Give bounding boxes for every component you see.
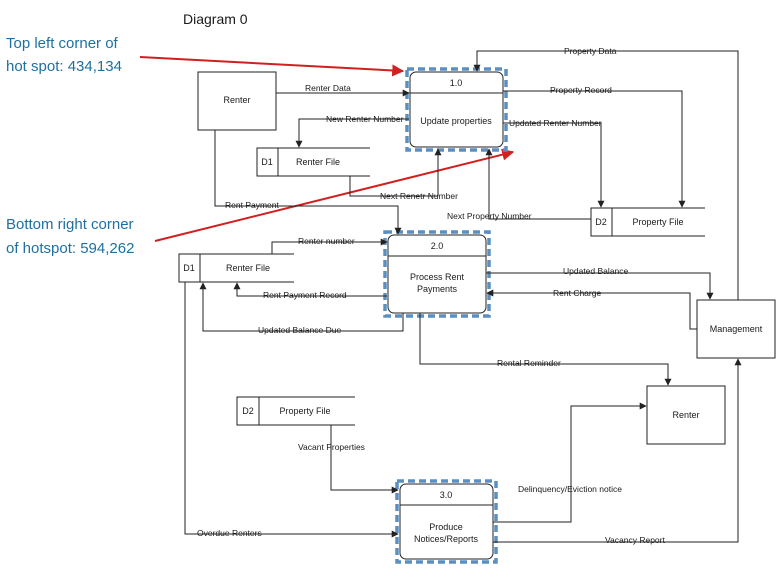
- flow-overdue-renters: Overdue Renters: [184, 282, 399, 538]
- annotation-arrow-bottom-right: [154, 148, 515, 242]
- flow-updated-balance-due: Updated Balance Due: [199, 282, 404, 335]
- flow-rent-payment: Rent Payment: [214, 130, 402, 235]
- annotation-top-left-line2: hot spot: 434,134: [6, 58, 122, 75]
- flow-renter-data: Renter Data: [276, 83, 410, 97]
- flow-label-updated-balance-due: Updated Balance Due: [258, 325, 341, 335]
- process-2-name-line1: Process Rent: [410, 272, 465, 282]
- flow-label-updated-renter-number: Updated Renter Number: [509, 118, 602, 128]
- entity-renter-top-label: Renter: [223, 95, 250, 105]
- store-d2-right-id: D2: [595, 217, 607, 227]
- flow-label-next-renetr-number: Next Renetr Number: [380, 191, 458, 201]
- annotation-top-left-line1: Top left corner of: [6, 35, 119, 52]
- hotspot-outline-1: [405, 67, 508, 152]
- flow-label-overdue-renters: Overdue Renters: [197, 528, 262, 538]
- store-d1-top-id: D1: [261, 157, 273, 167]
- flow-label-renter-number: Renter number: [298, 236, 355, 246]
- flow-next-renetr-number: Next Renetr Number: [349, 148, 458, 201]
- flow-label-vacancy-report: Vacancy Report: [605, 535, 665, 545]
- flow-label-new-renter-number: New Renter Number: [326, 114, 404, 124]
- flow-label-rent-payment-record: Rent Payment Record: [263, 290, 347, 300]
- store-d1-renter-file-top[interactable]: D1 Renter File: [256, 147, 370, 177]
- store-d2-bottom-name: Property File: [279, 406, 330, 416]
- flow-label-rental-reminder: Rental Reminder: [497, 358, 561, 368]
- flow-rent-charge: Rent Charge: [486, 288, 697, 330]
- store-d2-right-name: Property File: [632, 217, 683, 227]
- flow-label-vacant-properties: Vacant Properties: [298, 442, 365, 452]
- process-3-produce-notices-reports[interactable]: 3.0 Produce Notices/Reports: [395, 479, 498, 564]
- flow-label-rent-payment: Rent Payment: [225, 200, 279, 210]
- flow-rent-payment-record: Rent Payment Record: [233, 282, 387, 300]
- process-3-name-line2: Notices/Reports: [414, 534, 479, 544]
- store-d2-property-file-bottom[interactable]: D2 Property File: [236, 396, 355, 426]
- store-d1-left-name: Renter File: [226, 263, 270, 273]
- process-2-name-line2: Payments: [417, 284, 458, 294]
- entity-management-label: Management: [710, 324, 763, 334]
- flow-label-delinquency-eviction-notice: Delinquency/Eviction notice: [518, 484, 622, 494]
- store-d2-bottom-id: D2: [242, 406, 254, 416]
- process-1-name: Update properties: [420, 116, 492, 126]
- diagram-title: Diagram 0: [183, 11, 248, 27]
- process-1-id: 1.0: [450, 78, 463, 88]
- flow-vacancy-report: Vacancy Report: [493, 358, 742, 545]
- flow-label-next-property-number: Next Property Number: [447, 211, 532, 221]
- flow-label-updated-balance: Updated Balance: [563, 266, 628, 276]
- process-1-update-properties[interactable]: 1.0 Update properties: [405, 67, 508, 152]
- store-d2-property-file-right[interactable]: D2 Property File: [590, 207, 705, 237]
- annotation-arrow-top-left: [139, 56, 405, 77]
- entity-management[interactable]: Management: [696, 299, 776, 359]
- entity-renter-top[interactable]: Renter: [197, 71, 277, 131]
- store-d1-left-id: D1: [183, 263, 195, 273]
- flow-rental-reminder: Rental Reminder: [419, 313, 672, 386]
- annotation-bottom-right-line1: Bottom right corner: [6, 216, 134, 233]
- store-d1-renter-file-left[interactable]: D1 Renter File: [178, 253, 294, 283]
- process-3-id: 3.0: [440, 490, 453, 500]
- flow-label-renter-data: Renter Data: [305, 83, 351, 93]
- flow-vacant-properties: Vacant Properties: [298, 425, 399, 494]
- flow-property-data: Property Data: [473, 46, 739, 300]
- flow-label-property-data: Property Data: [564, 46, 617, 56]
- flow-new-renter-number: New Renter Number: [295, 114, 409, 148]
- flow-next-property-number: Next Property Number: [447, 148, 591, 221]
- flow-label-rent-charge: Rent Charge: [553, 288, 601, 298]
- flow-updated-balance: Updated Balance: [486, 266, 714, 300]
- process-2-id: 2.0: [431, 241, 444, 251]
- flow-delinquency-eviction-notice: Delinquency/Eviction notice: [493, 402, 647, 523]
- flow-label-property-record: Property Record: [550, 85, 612, 95]
- process-2-process-rent-payments[interactable]: 2.0 Process Rent Payments: [383, 230, 491, 318]
- store-d1-top-name: Renter File: [296, 157, 340, 167]
- entity-renter-bottom[interactable]: Renter: [646, 385, 726, 445]
- hotspot-outline-2: [383, 230, 491, 318]
- annotation-bottom-right-line2: of hotspot: 594,262: [6, 240, 134, 257]
- entity-renter-bottom-label: Renter: [672, 410, 699, 420]
- flow-renter-number: Renter number: [271, 236, 388, 254]
- process-3-name-line1: Produce: [429, 522, 463, 532]
- flow-property-record: Property Record: [503, 85, 686, 208]
- flow-updated-renter-number: Updated Renter Number: [503, 118, 605, 208]
- hotspot-outline-3: [395, 479, 498, 564]
